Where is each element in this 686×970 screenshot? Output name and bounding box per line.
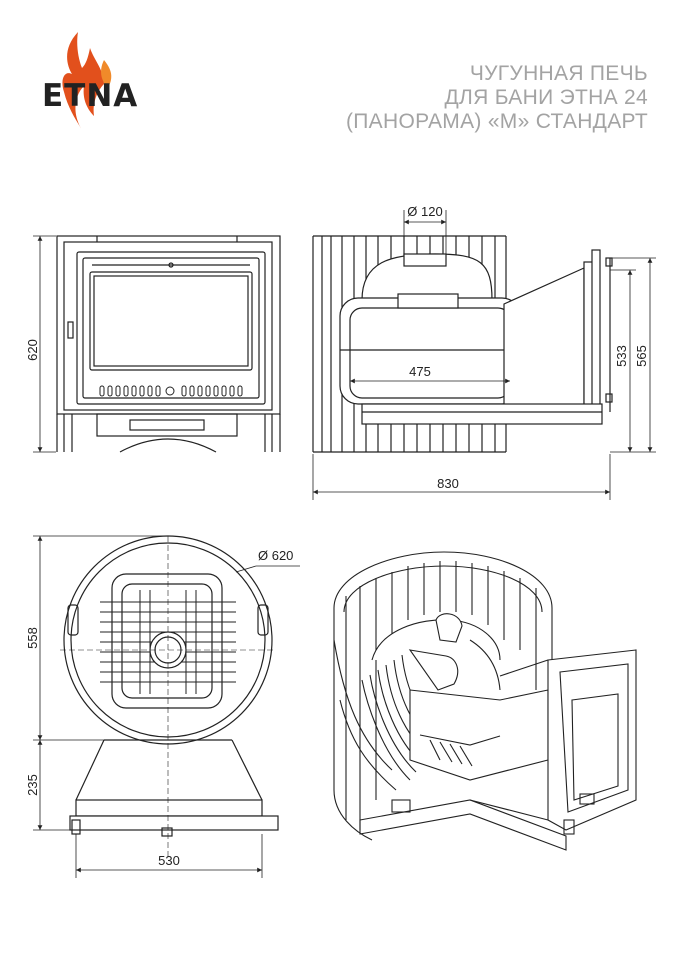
dim-front-height: 620 xyxy=(25,339,40,361)
brand-wordmark: ETNA xyxy=(42,78,139,114)
dim-base-height: 235 xyxy=(25,774,40,796)
dim-pipe-diameter: Ø 120 xyxy=(407,204,442,219)
product-title: ЧУГУННАЯ ПЕЧЬ ДЛЯ БАНИ ЭТНА 24 (ПАНОРАМА… xyxy=(346,62,648,134)
side-view xyxy=(312,235,613,453)
dim-firebox-width: 475 xyxy=(409,364,431,379)
isometric-view xyxy=(333,551,637,851)
etna-flame-logo-icon xyxy=(62,32,112,130)
top-view xyxy=(63,535,279,837)
dim-base-width: 530 xyxy=(158,853,180,868)
front-view xyxy=(56,235,281,453)
dim-height-533: 533 xyxy=(614,345,629,367)
dim-circle-diameter: Ø 620 xyxy=(258,548,293,563)
dim-top-height: 558 xyxy=(25,627,40,649)
title-line-1: ЧУГУННАЯ ПЕЧЬ xyxy=(469,62,648,85)
title-line-3: (ПАНОРАМА) «М» СТАНДАРТ xyxy=(345,110,648,133)
dim-total-length: 830 xyxy=(437,476,459,491)
dim-height-565: 565 xyxy=(634,345,649,367)
title-line-2: ДЛЯ БАНИ ЭТНА 24 xyxy=(444,86,648,109)
